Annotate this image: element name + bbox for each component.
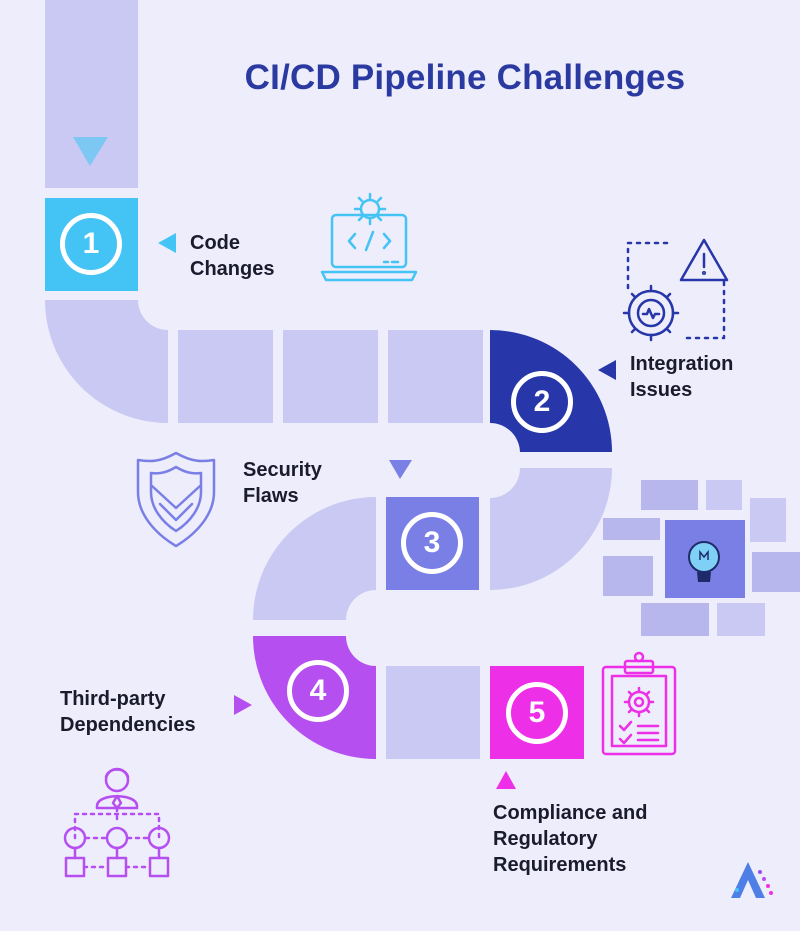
pipe-curve-1 <box>45 300 168 423</box>
pipe-curve-2 <box>490 468 612 590</box>
step-1-label: Code Changes <box>190 232 275 280</box>
pointer-arrow-icon <box>598 360 616 380</box>
pipe-segment <box>178 330 273 423</box>
org-chart-icon <box>63 767 171 878</box>
pipe-segment <box>283 330 378 423</box>
step-4-label: Third-party Dependencies <box>60 688 196 736</box>
laptop-code-icon <box>320 192 418 282</box>
lightbulb-decor <box>603 480 800 636</box>
step-2-number: 2 <box>511 371 573 433</box>
step-4-number: 4 <box>287 660 349 722</box>
flow-arrow-down-icon <box>389 460 412 479</box>
pointer-arrow-icon <box>496 771 516 789</box>
step-5-number: 5 <box>506 682 568 744</box>
shield-icon <box>136 451 216 548</box>
clipboard-gear-icon <box>601 651 677 756</box>
pipe-segment <box>386 666 480 759</box>
pipe-segment <box>388 330 483 423</box>
pipe-curve-3 <box>253 497 376 620</box>
step-2-label: Integration Issues <box>630 353 734 401</box>
pointer-arrow-icon <box>158 233 176 253</box>
lightbulb-icon <box>688 541 720 582</box>
step-3-label: Security Flaws <box>243 459 322 507</box>
step-1-number: 1 <box>60 213 122 275</box>
flow-arrow-down-icon <box>73 137 108 166</box>
page-title: CI/CD Pipeline Challenges <box>244 58 686 97</box>
gear-warning-icon <box>622 238 729 342</box>
step-5-label: Compliance and Regulatory Requirements <box>493 802 648 876</box>
step-3-number: 3 <box>401 512 463 574</box>
pointer-arrow-icon <box>234 695 252 715</box>
brand-logo-icon <box>731 862 773 898</box>
